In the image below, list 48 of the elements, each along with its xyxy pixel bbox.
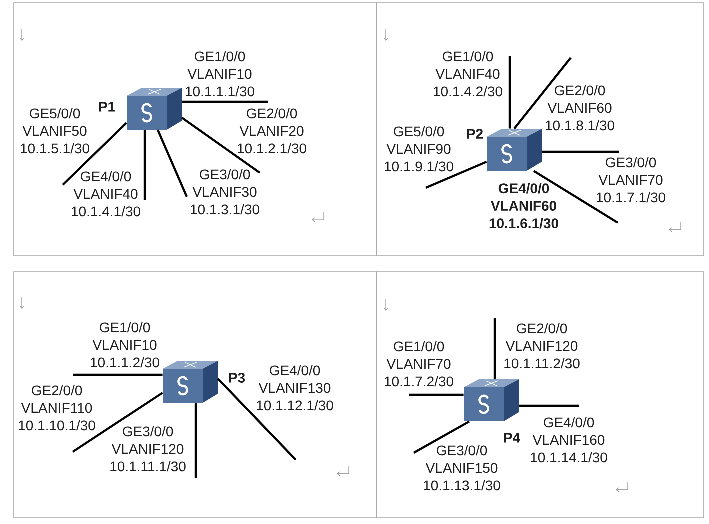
- switch-icon: [127, 88, 182, 130]
- device-label: P3: [229, 373, 246, 383]
- table-cell: [376, 272, 704, 518]
- table-cell: [376, 2, 704, 256]
- interface-label: GE5/0/0 VLANIF50 10.1.5.1/30: [21, 108, 90, 154]
- interface-label: GE1/0/0 VLANIF70 10.1.7.2/30: [385, 341, 454, 387]
- interface-label: GE5/0/0 VLANIF90 10.1.9.1/30: [385, 126, 454, 172]
- interface-label: GE2/0/0 VLANIF120 10.1.11.2/30: [504, 323, 580, 369]
- interface-label: GE3/0/0 VLANIF70 10.1.7.1/30: [597, 157, 666, 203]
- link-line: [217, 378, 297, 461]
- interface-label: GE1/0/0 VLANIF40 10.1.4.2/30: [434, 51, 502, 97]
- link-line: [62, 122, 128, 186]
- link-line: [508, 56, 512, 129]
- interface-label: GE2/0/0 VLANIF60 10.1.8.1/30: [546, 85, 614, 131]
- link-line: [144, 130, 146, 200]
- device-label: P2: [467, 129, 483, 139]
- link-line: [182, 117, 261, 174]
- interface-label: GE4/0/0 VLANIF60 10.1.6.1/30: [490, 183, 558, 229]
- link-line: [514, 57, 572, 130]
- interface-label: GE2/0/0 VLANIF20 10.1.2.1/30: [238, 108, 306, 154]
- switch-icon: [464, 379, 519, 422]
- table-cell: [14, 2, 378, 256]
- interface-label: GE3/0/0 VLANIF150 10.1.13.1/30: [424, 445, 500, 491]
- device-label: P1: [99, 102, 116, 112]
- link-line: [542, 150, 619, 154]
- link-line: [413, 420, 470, 454]
- interface-label: GE2/0/0 VLANIF110 10.1.10.1/30: [19, 385, 96, 431]
- interface-label: GE4/0/0 VLANIF160 10.1.14.1/30: [531, 417, 608, 463]
- link-line: [426, 160, 488, 189]
- switch-icon: [487, 129, 542, 171]
- interface-label: GE4/0/0 VLANIF40 10.1.4.1/30: [72, 171, 140, 217]
- interface-label: GE1/0/0 VLANIF10 10.1.1.2/30: [91, 322, 160, 368]
- link-line: [409, 394, 464, 396]
- link-line: [494, 318, 496, 380]
- interface-label: GE3/0/0 VLANIF120 10.1.11.1/30: [110, 426, 186, 472]
- link-line: [519, 404, 579, 408]
- link-line: [182, 100, 268, 104]
- interface-label: GE1/0/0 VLANIF10 10.1.1.1/30: [186, 51, 254, 97]
- link-line: [157, 130, 188, 198]
- interface-label: GE4/0/0 VLANIF130 10.1.12.1/30: [257, 365, 334, 411]
- link-line: [72, 392, 164, 453]
- device-label: P4: [504, 433, 520, 443]
- interface-label: GE3/0/0 VLANIF30 10.1.3.1/30: [191, 169, 260, 215]
- link-line: [533, 170, 619, 224]
- table-cell: [14, 272, 378, 518]
- switch-icon: [163, 361, 218, 403]
- link-line: [194, 403, 198, 478]
- link-line: [73, 374, 163, 376]
